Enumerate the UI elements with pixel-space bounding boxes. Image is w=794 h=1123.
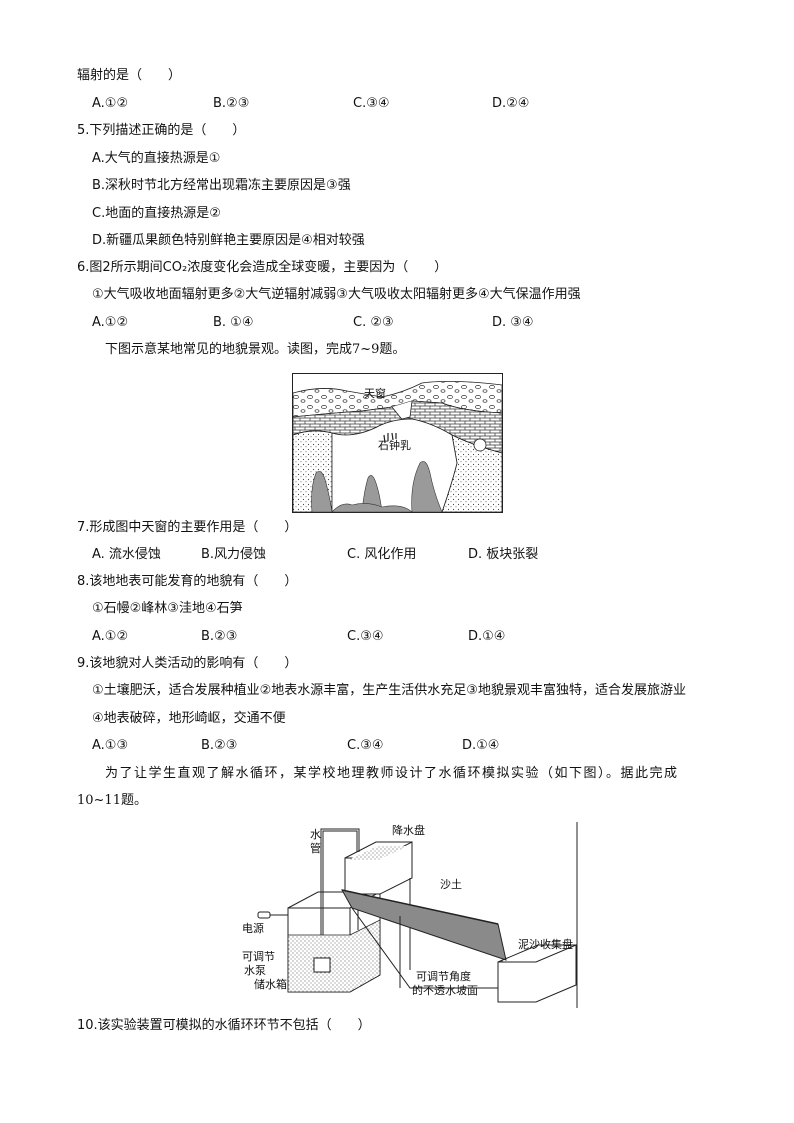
q4-option-b: B.②③ xyxy=(213,96,250,111)
q5-option-b: B.深秋时节北方经常出现霜冻主要原因是③强 xyxy=(92,178,351,193)
q4-option-c: C.③④ xyxy=(353,96,390,111)
rain-tray-label: 降水盘 xyxy=(392,823,425,837)
q8-option-c: C.③④ xyxy=(347,629,384,644)
power-label: 电源 xyxy=(242,921,264,935)
slope-label-1: 可调节角度 xyxy=(416,969,471,983)
q6-option-c: C. ②③ xyxy=(353,315,394,330)
stalactite-label: 石钟乳 xyxy=(378,438,411,452)
q9-statement-2: ④地表破碎，地形崎岖，交通不便 xyxy=(92,711,286,726)
water-cycle-figure: 水 管 降水盘 沙土 电源 可调节 水泵 储水箱 泥沙收集盘 可调节角度 的不透… xyxy=(240,820,580,1010)
karst-figure: 天窗 石钟乳 xyxy=(292,373,503,513)
q9-option-b: B.②③ xyxy=(201,738,238,753)
q5-option-d: D.新疆瓜果颜色特别鲜艳主要原因是④相对较强 xyxy=(92,233,365,248)
karst-diagram: 天窗 石钟乳 xyxy=(292,373,503,513)
q6-statement: ①大气吸收地面辐射更多②大气逆辐射减弱③大气吸收太阳辐射更多④大气保温作用强 xyxy=(92,287,581,302)
q5-option-c: C.地面的直接热源是② xyxy=(92,206,221,221)
water-cycle-diagram: 水 管 降水盘 沙土 电源 可调节 水泵 储水箱 泥沙收集盘 可调节角度 的不透… xyxy=(242,822,578,1008)
pipe-label-2: 管 xyxy=(310,841,321,855)
intro-10-11-line-2: 10~11题。 xyxy=(77,793,147,808)
q6-option-d: D. ③④ xyxy=(492,315,534,330)
q9-option-d: D.①④ xyxy=(462,738,500,753)
q8-option-b: B.②③ xyxy=(201,629,238,644)
q7-option-d: D. 板块张裂 xyxy=(468,547,539,562)
tank-label: 储水箱 xyxy=(254,977,287,991)
q8-statement: ①石幔②峰林③洼地④石笋 xyxy=(92,601,243,616)
pipe-label-1: 水 xyxy=(310,828,321,841)
q6-stem: 6.图2所示期间CO₂浓度变化会造成全球变暖，主要因为（ ） xyxy=(77,260,448,275)
q4-stem-tail: 辐射的是（ ） xyxy=(77,68,182,83)
slope-label-2: 的不透水坡面 xyxy=(412,983,478,997)
intro-10-11-line-1: 为了让学生直观了解水循环，某学校地理教师设计了水循环模拟实验（如下图）。据此完成 xyxy=(105,766,679,781)
q9-option-c: C.③④ xyxy=(347,738,384,753)
q9-stem: 9.该地貌对人类活动的影响有（ ） xyxy=(77,656,298,671)
q6-option-a: A.①② xyxy=(92,315,129,330)
q8-option-a: A.①② xyxy=(92,629,129,644)
q10-stem: 10.该实验装置可模拟的水循环环节不包括（ ） xyxy=(77,1018,371,1033)
q4-option-a: A.①② xyxy=(92,96,129,111)
q8-stem: 8.该地地表可能发育的地貌有（ ） xyxy=(77,574,298,589)
q5-option-a: A.大气的直接热源是① xyxy=(92,151,221,166)
intro-7-9: 下图示意某地常见的地貌景观。读图，完成7~9题。 xyxy=(105,342,406,357)
q9-option-a: A.①③ xyxy=(92,738,129,753)
collector-label: 泥沙收集盘 xyxy=(518,937,573,951)
q8-option-d: D.①④ xyxy=(468,629,506,644)
q5-stem: 5.下列描述正确的是（ ） xyxy=(77,123,246,138)
q7-stem: 7.形成图中天窗的主要作用是（ ） xyxy=(77,520,298,535)
skylight-label: 天窗 xyxy=(364,386,386,400)
q4-option-d: D.②④ xyxy=(492,96,530,111)
q6-option-b: B. ①④ xyxy=(213,315,254,330)
q7-option-b: B.风力侵蚀 xyxy=(201,547,267,562)
q7-option-a: A. 流水侵蚀 xyxy=(92,547,161,562)
q9-statement-1: ①土壤肥沃，适合发展种植业②地表水源丰富，生产生活供水充足③地貌景观丰富独特，适… xyxy=(92,683,686,698)
pump-label-2: 水泵 xyxy=(244,964,266,977)
pump-label-1: 可调节 xyxy=(242,950,275,963)
q7-option-c: C. 风化作用 xyxy=(347,547,417,562)
sand-label: 沙土 xyxy=(440,878,462,891)
